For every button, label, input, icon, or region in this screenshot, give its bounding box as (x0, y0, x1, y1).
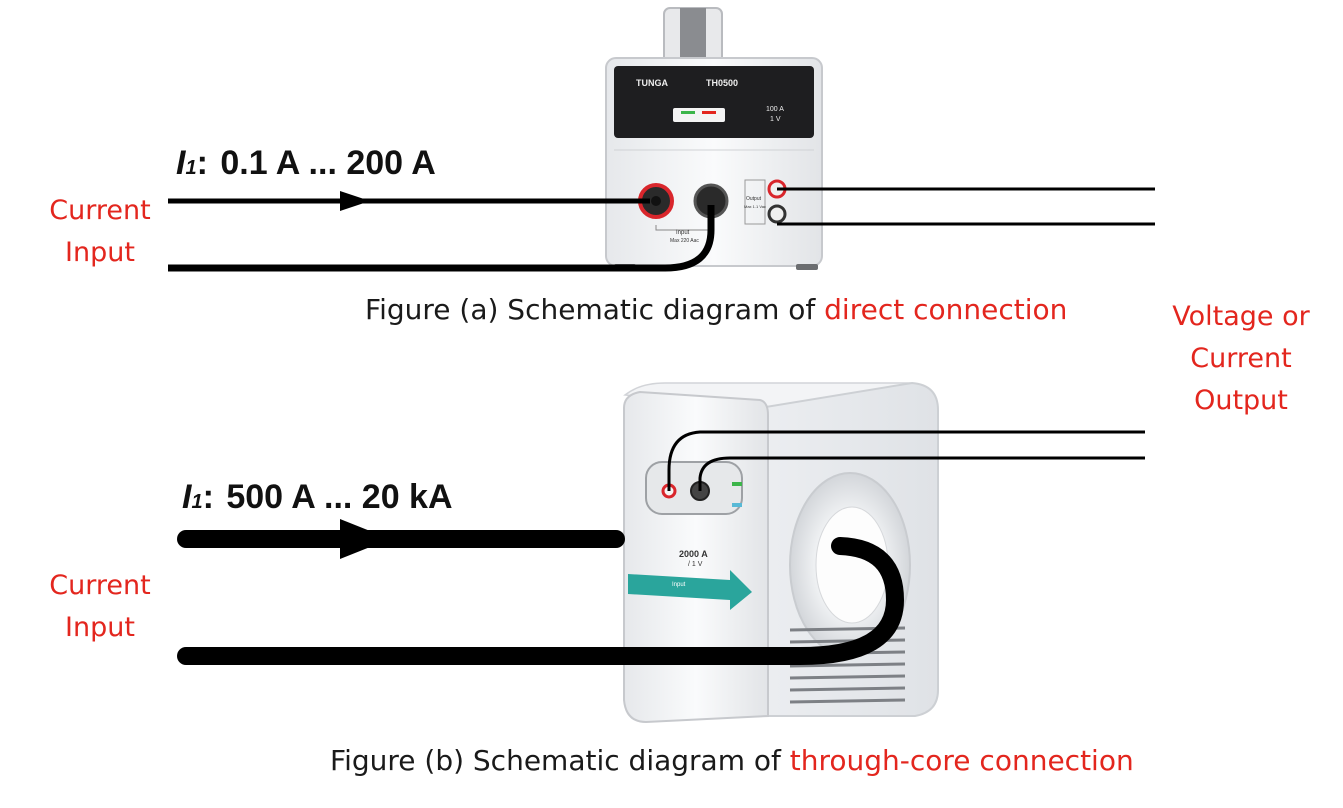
arrow-a (340, 191, 370, 211)
wires-a (168, 187, 1155, 272)
device-b-ratio-top: 2000 A (679, 549, 708, 559)
current-input-label-a: Current Input (42, 190, 158, 274)
device-a-panel (614, 66, 814, 138)
device-a-indicator-box (673, 108, 725, 122)
range-b-text: 500 A ... 20 kA (226, 478, 453, 516)
device-a-led-green (681, 111, 695, 114)
current-input-b-line1: Current (49, 570, 151, 601)
device-a-led-red (702, 111, 716, 114)
caption-a: Figure (a) Schematic diagram of direct c… (365, 293, 1067, 326)
range-label-a: I1: 0.1 A ... 200 A (176, 144, 436, 183)
caption-b-highlight: through-core connection (789, 744, 1134, 777)
device-a-input-max: Max 220 Aac (670, 238, 699, 244)
range-a-symbol: I (176, 144, 186, 182)
device-b (623, 381, 939, 724)
device-a-output-label: Output (746, 196, 762, 202)
device-b-ratio-bottom: / 1 V (688, 561, 703, 568)
range-label-b: I1: 500 A ... 20 kA (182, 478, 453, 517)
device-a-model: TH0500 (706, 78, 739, 88)
current-input-label-b: Current Input (42, 565, 158, 649)
device-a-terminal-red-center (651, 196, 661, 206)
range-b-sub: 1 (191, 491, 203, 513)
arrow-b (340, 519, 390, 559)
caption-b: Figure (b) Schematic diagram of through-… (330, 744, 1134, 777)
current-input-b-line2: Input (65, 612, 135, 643)
current-input-a-line2: Input (65, 237, 135, 268)
device-a-ratio-bottom: 1 V (770, 116, 781, 123)
range-b-sep: : (202, 478, 214, 516)
range-a-sep: : (196, 144, 208, 182)
device-a-output-terminal-black (767, 204, 787, 224)
output-label-line1: Voltage or (1172, 301, 1310, 332)
device-b-led-blue (732, 503, 742, 507)
caption-b-prefix: Figure (b) Schematic diagram of (330, 744, 790, 777)
caption-a-highlight: direct connection (824, 293, 1068, 326)
output-label-line2: Current (1190, 343, 1292, 374)
device-b-led-green (732, 482, 742, 486)
wire-b-output-top (667, 430, 1145, 491)
device-a-ratio-top: 100 A (766, 106, 784, 113)
caption-a-prefix: Figure (a) Schematic diagram of (365, 293, 825, 326)
output-label-line3: Output (1194, 385, 1288, 416)
device-b-teal-arrow (628, 570, 752, 610)
device-a-output-max: Max 1.1 Vac (744, 204, 766, 209)
output-label: Voltage or Current Output (1148, 296, 1334, 422)
range-a-sub: 1 (185, 157, 197, 179)
device-a (605, 7, 823, 270)
device-a-foot-right (796, 264, 818, 270)
device-a-input-label: Input (676, 230, 690, 236)
current-input-a-line1: Current (49, 195, 151, 226)
device-a-output-box (744, 179, 766, 225)
wire-b-through-core (177, 537, 905, 665)
wire-a-input-bottom (168, 205, 715, 272)
device-a-brand: TUNGA (636, 78, 668, 88)
wire-b-output-bottom (698, 456, 1145, 491)
device-b-arrow-label: Input (672, 582, 686, 588)
range-a-text: 0.1 A ... 200 A (220, 144, 436, 182)
range-b-symbol: I (182, 478, 192, 516)
device-a-handle-grip (680, 8, 706, 66)
wires-b (177, 430, 1145, 665)
